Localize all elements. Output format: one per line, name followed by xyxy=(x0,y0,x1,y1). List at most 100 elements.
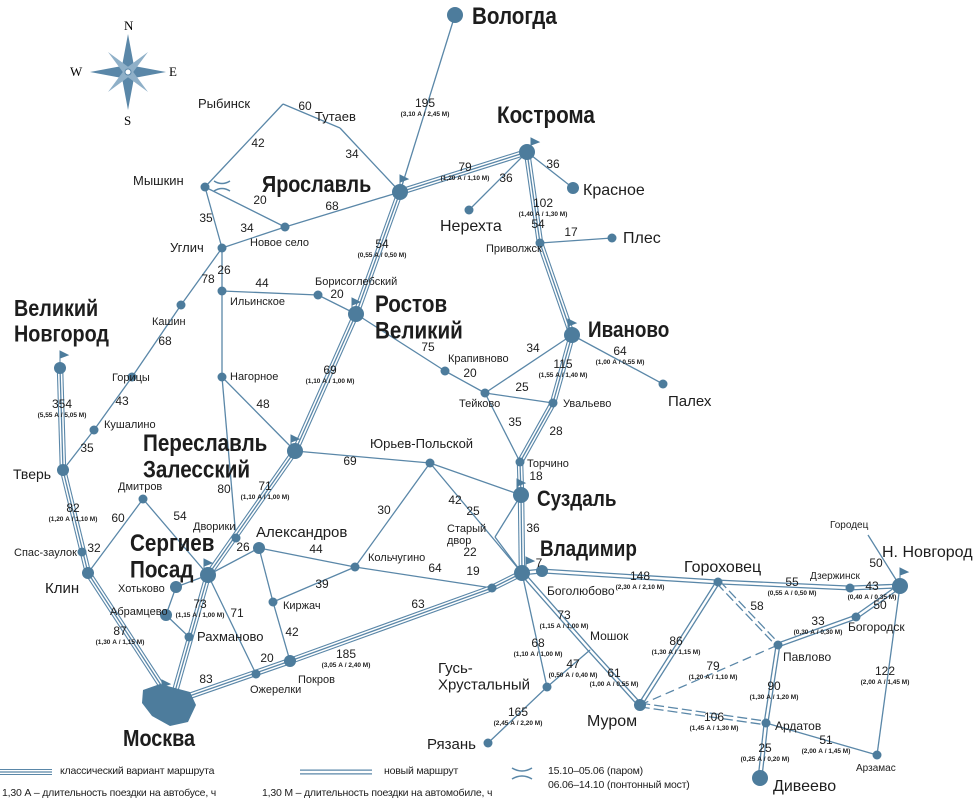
city-node-tver[interactable] xyxy=(57,464,69,476)
distance-label: 73 xyxy=(193,597,207,611)
route-pereslavl-sergiev xyxy=(205,449,298,577)
travel-time-label: (1,00 А / 0,55 М) xyxy=(596,359,645,366)
distance-label: 34 xyxy=(240,221,254,235)
city-node-pokrov[interactable] xyxy=(284,655,296,667)
route-gus-mosh xyxy=(546,649,591,688)
city-node-dmitrov[interactable] xyxy=(138,494,148,504)
city-node-krasnoe[interactable] xyxy=(567,182,579,194)
city-node-yaroslavl[interactable] xyxy=(392,184,408,200)
distance-label: 90 xyxy=(767,679,781,693)
city-node-gorokhovets[interactable] xyxy=(713,577,723,587)
distance-label: 33 xyxy=(811,614,825,628)
travel-time-label: (2,00 А / 1,45 М) xyxy=(802,748,851,755)
route-yuriev-suzdal xyxy=(429,462,522,496)
city-node-borisogleb[interactable] xyxy=(313,290,323,300)
distance-label: 69 xyxy=(343,454,357,468)
city-node-ilinskoe[interactable] xyxy=(217,286,227,296)
city-node-uvalevo[interactable] xyxy=(548,398,558,408)
city-node-novoe[interactable] xyxy=(280,222,290,232)
city-node-klin[interactable] xyxy=(82,567,94,579)
distance-label: 64 xyxy=(613,344,627,358)
city-label-kushalino: Кушалино xyxy=(104,419,156,431)
city-node-krapivnovo[interactable] xyxy=(440,366,450,376)
city-node-nerekhta[interactable] xyxy=(464,205,474,215)
city-label-uglich: Углич xyxy=(170,240,204,255)
city-node-diveevo[interactable] xyxy=(752,770,768,786)
city-node-ples[interactable] xyxy=(607,233,617,243)
travel-time-label: (0,55 А / 0,50 М) xyxy=(768,590,817,597)
city-label-myshkin: Мышкин xyxy=(133,173,184,188)
city-node-abramtsevo[interactable] xyxy=(160,609,172,621)
route-pokrov-j19 xyxy=(288,584,494,665)
route-gorodets-nnovgorod xyxy=(867,534,901,587)
route-rostov-pereslavl xyxy=(292,312,359,453)
city-node-vladimir[interactable] xyxy=(514,565,530,581)
city-node-nagornoe[interactable] xyxy=(217,372,227,382)
city-node-kostroma[interactable] xyxy=(519,144,535,160)
city-node-j19[interactable] xyxy=(487,583,497,593)
city-node-dzerzhinsk[interactable] xyxy=(845,583,855,593)
route-vologda-yaroslavl xyxy=(399,14,456,193)
city-node-palekh[interactable] xyxy=(658,379,668,389)
route-gorokhovets-murom xyxy=(637,580,721,707)
city-label-gorizy: Горицы xyxy=(112,372,150,384)
city-node-khotkovo[interactable] xyxy=(170,581,182,593)
city-node-suzdal[interactable] xyxy=(513,487,529,503)
city-node-aleksandrov[interactable] xyxy=(253,542,265,554)
city-node-teikovo[interactable] xyxy=(480,388,490,398)
city-node-gorizy[interactable] xyxy=(127,372,137,382)
city-label-moscow: Москва xyxy=(123,726,196,752)
route-uvalevo-torchino xyxy=(517,401,556,464)
city-node-kolchugino[interactable] xyxy=(350,562,360,572)
route-ivanovo-uvalevo xyxy=(549,334,576,404)
travel-time-label: (1,15 А / 1,00 М) xyxy=(176,612,225,619)
flag-icon xyxy=(290,434,301,447)
city-node-kushalino[interactable] xyxy=(89,425,99,435)
city-node-pavlovo[interactable] xyxy=(773,640,783,650)
flag-icon xyxy=(59,350,70,363)
city-label-spas: Спас-заулок xyxy=(14,547,77,559)
distance-label: 48 xyxy=(256,397,270,411)
city-node-kirzhach[interactable] xyxy=(268,597,278,607)
city-node-spas[interactable] xyxy=(77,547,87,557)
distance-label: 50 xyxy=(873,598,887,612)
city-node-ardatov[interactable] xyxy=(761,718,771,728)
flag-icon xyxy=(567,318,578,331)
city-node-kashin[interactable] xyxy=(176,300,186,310)
city-label-ivanovo: Иваново xyxy=(588,318,669,343)
city-node-novgorod[interactable] xyxy=(54,362,66,374)
city-label-klin: Клин xyxy=(45,580,79,597)
distance-label: 102 xyxy=(533,196,553,210)
city-label-nagornoe: Нагорное xyxy=(230,371,278,383)
city-node-rakhmanovo[interactable] xyxy=(184,632,194,642)
city-node-torchino[interactable] xyxy=(515,457,525,467)
city-node-myshkin[interactable] xyxy=(200,182,210,192)
city-node-ozherelki[interactable] xyxy=(251,669,261,679)
city-node-murom[interactable] xyxy=(634,699,646,711)
route-moscow-pokrov xyxy=(170,657,292,706)
flag-icon xyxy=(399,174,410,187)
city-node-arzamas[interactable] xyxy=(872,750,882,760)
city-node-uglich[interactable] xyxy=(217,243,227,253)
city-label-teikovo: Тейково xyxy=(459,398,500,410)
city-node-dvoriki[interactable] xyxy=(231,533,241,543)
city-node-ivanovo[interactable] xyxy=(564,327,580,343)
city-node-bogolyubovo[interactable] xyxy=(536,565,548,577)
city-node-pereslavl[interactable] xyxy=(287,443,303,459)
city-label-mosh: Мошок xyxy=(590,629,629,643)
flag-icon xyxy=(161,679,172,692)
city-node-rostov[interactable] xyxy=(348,306,364,322)
route-rybinsk-tutaev xyxy=(282,103,341,129)
city-node-gus[interactable] xyxy=(542,682,552,692)
distance-label: 25 xyxy=(466,504,480,518)
city-node-sergiev[interactable] xyxy=(200,567,216,583)
route-gorokhovets-pavlovo xyxy=(716,580,780,647)
city-node-yuriev[interactable] xyxy=(425,458,435,468)
distance-label: 82 xyxy=(66,501,80,515)
city-label-kashin: Кашин xyxy=(152,316,186,328)
city-node-vologda[interactable] xyxy=(447,7,463,23)
city-node-privolzhsk[interactable] xyxy=(535,238,545,248)
city-node-ryazan[interactable] xyxy=(483,738,493,748)
city-node-bogorodsk[interactable] xyxy=(851,612,861,622)
city-node-nnovgorod[interactable] xyxy=(892,578,908,594)
